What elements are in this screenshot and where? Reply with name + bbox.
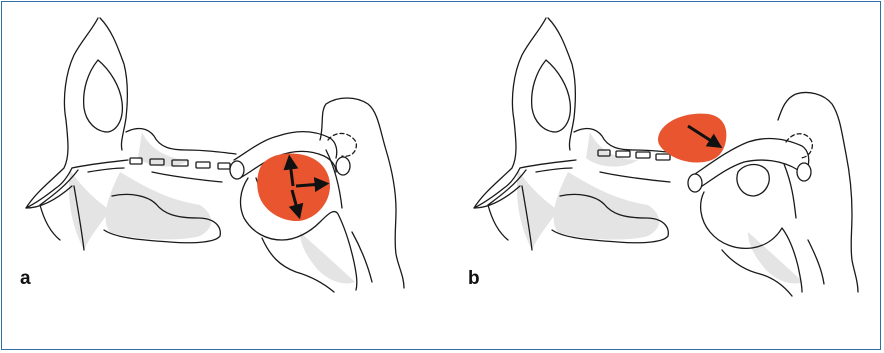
panel-a-dorsum: [320, 98, 404, 288]
panel-a-drawing: [26, 18, 404, 292]
panel-a-label: a: [20, 268, 31, 290]
panel-b-label: b: [468, 268, 480, 290]
panel-a-nerve-cut-left: [230, 161, 244, 179]
panel-a-nerve-cut-right: [336, 157, 350, 175]
panel-b-drawing: [474, 18, 858, 296]
panel-a-frontal-sinus: [84, 60, 123, 132]
panel-b-shadow: [517, 132, 803, 284]
panel-b-nerve-cut-left: [688, 174, 702, 192]
panel-b-frontal-sinus: [532, 60, 571, 132]
panel-b-lesion: [658, 114, 726, 163]
panel-a-lesion: [257, 154, 330, 222]
panel-b-nerve-cut-right: [797, 163, 811, 181]
panel-a-arrow-right: [296, 184, 322, 186]
